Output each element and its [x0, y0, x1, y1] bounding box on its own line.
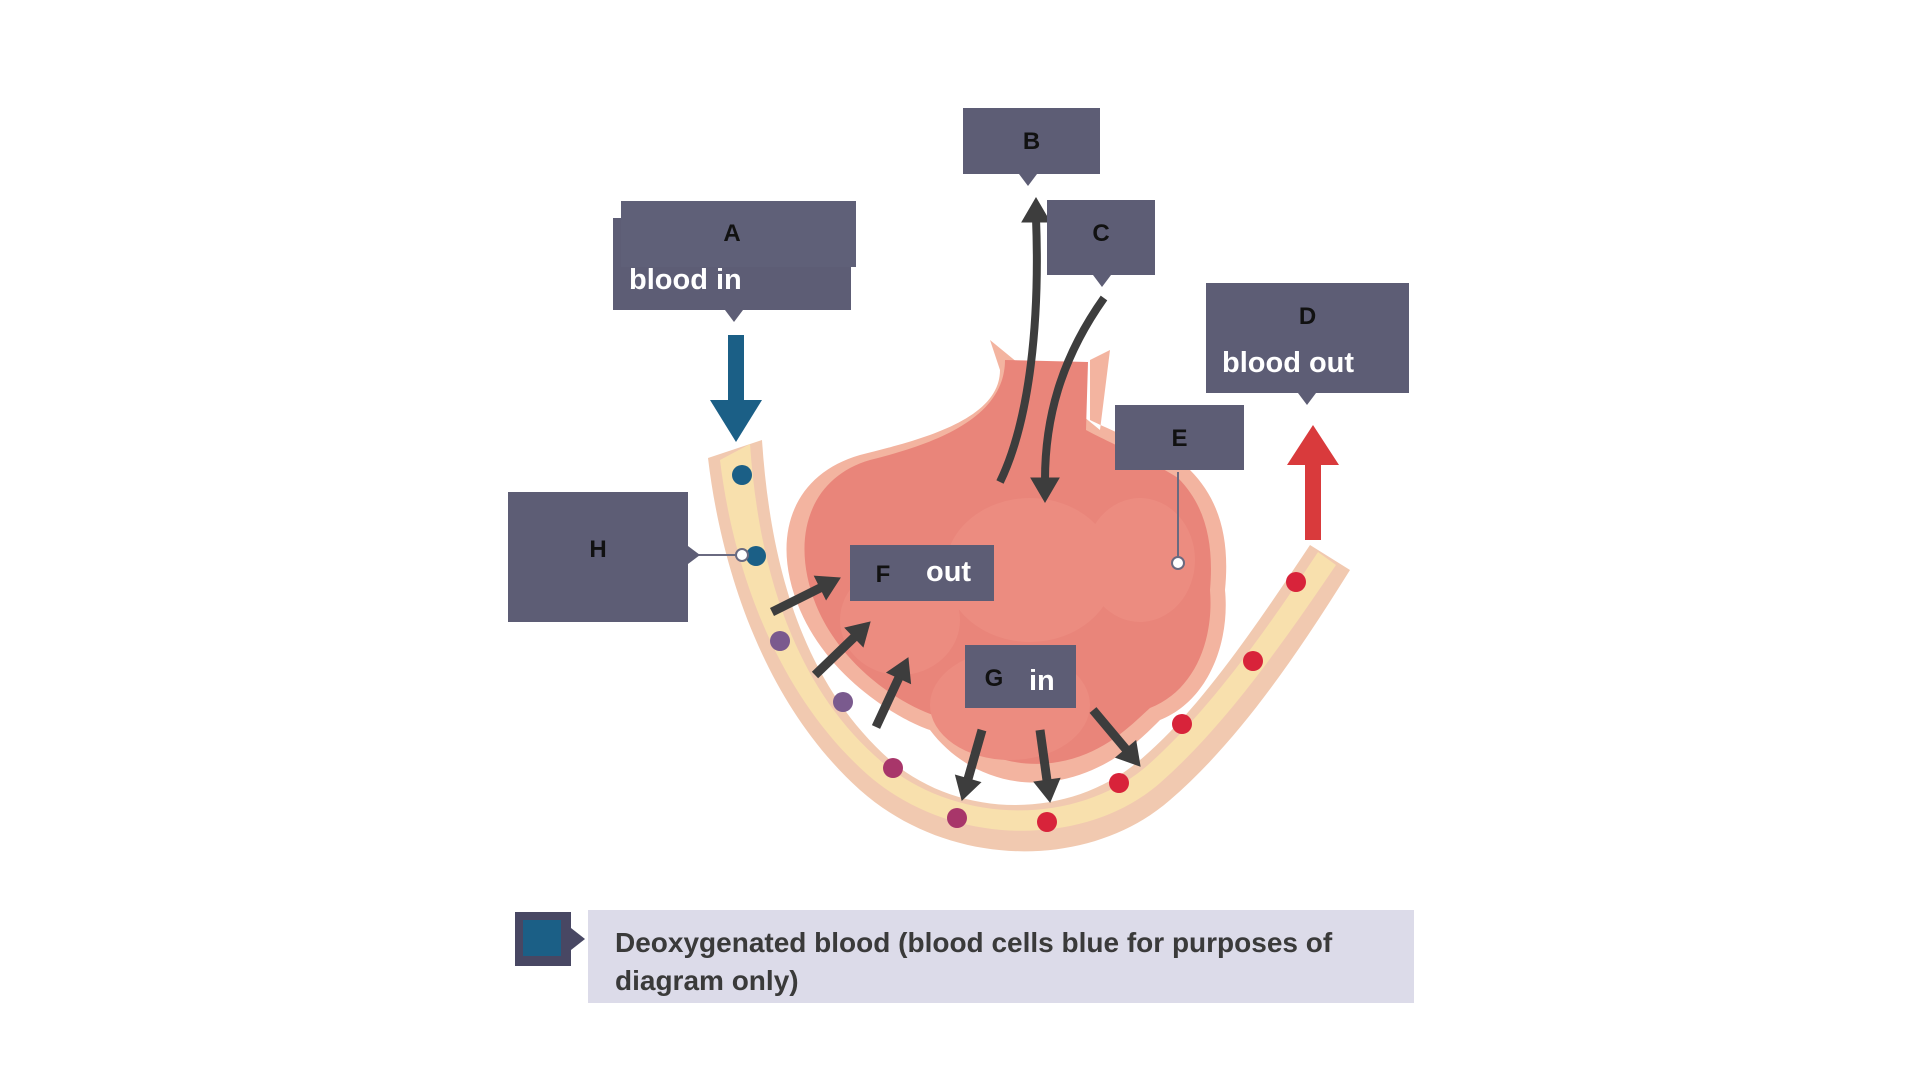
capillary-lumen [720, 444, 1336, 831]
arrow-f-1 [769, 575, 841, 617]
label-d: D blood out [1206, 283, 1409, 393]
arrow-g-3-shaft [1089, 707, 1130, 753]
arrow-g-2-head [1033, 777, 1061, 803]
blood-in-arrow [710, 335, 762, 442]
label-d-text: blood out [1222, 347, 1355, 379]
label-g: G in [965, 645, 1076, 708]
label-a: A blood in [613, 201, 856, 310]
label-e-letter: E [1171, 425, 1188, 452]
label-a-header [621, 201, 856, 267]
label-f: F out [850, 545, 994, 601]
blood-cell [1109, 773, 1129, 793]
arrow-c-down [1030, 295, 1108, 503]
blood-cell [833, 692, 853, 712]
label-a-pointer [725, 310, 743, 322]
label-g-text: in [1029, 665, 1055, 697]
label-c-letter: C [1092, 220, 1110, 247]
arrow-f-2 [811, 621, 871, 679]
blood-cell [1172, 714, 1192, 734]
label-f-text: out [926, 556, 972, 588]
arrow-f-3-shaft [871, 676, 903, 729]
blood-cell [746, 546, 766, 566]
arrow-g-2 [1033, 729, 1061, 803]
label-g-letter: G [984, 665, 1004, 692]
label-h-letter: H [589, 536, 607, 563]
label-h: H [508, 492, 688, 622]
label-b: B [963, 108, 1100, 174]
arrow-g-3 [1089, 707, 1141, 767]
arrow-f-1-shaft [769, 583, 823, 617]
pointer-dot-h [735, 548, 749, 562]
blood-cell [732, 465, 752, 485]
legend-key-pointer [571, 928, 585, 950]
label-f-letter: F [875, 561, 891, 588]
blood-cell [1286, 572, 1306, 592]
label-b-pointer [1019, 174, 1037, 186]
blood-cell [770, 631, 790, 651]
pointer-dot-e [1171, 556, 1185, 570]
blood-cells [732, 465, 1306, 832]
arrow-b-up-head [1021, 197, 1051, 223]
blood-cell [1037, 812, 1057, 832]
label-b-letter: B [1022, 128, 1041, 155]
legend-key [515, 912, 571, 966]
arrow-g-2-shaft [1035, 729, 1052, 781]
arrow-c-down-shaft [1041, 295, 1108, 481]
gas-exchange-arrows [769, 197, 1141, 803]
blood-cell [947, 808, 967, 828]
label-d-letter: D [1298, 303, 1317, 330]
label-c-pointer [1093, 275, 1111, 287]
arrow-f-1-head [813, 575, 841, 601]
label-a-text: blood in [629, 264, 742, 296]
legend: Deoxygenated blood (blood cells blue for… [588, 910, 1414, 1003]
arrow-b-up-shaft [996, 217, 1041, 484]
label-c: C [1047, 200, 1155, 275]
alveolus-lobe [1085, 498, 1195, 622]
arrow-b-up [996, 197, 1051, 484]
arrow-g-3-head [1114, 739, 1141, 767]
arrow-f-2-shaft [811, 634, 858, 679]
legend-key-swatch [523, 920, 561, 956]
arrow-f-3 [871, 657, 912, 729]
label-d-pointer [1298, 393, 1316, 405]
alveolus-lobe [945, 498, 1115, 642]
blood-cell [883, 758, 903, 778]
arrow-f-3-head [885, 657, 912, 685]
arrow-g-1 [954, 728, 987, 801]
legend-text: Deoxygenated blood (blood cells blue for… [615, 927, 1333, 996]
blood-out-arrow [1287, 425, 1339, 540]
arrow-g-1-head [954, 774, 982, 801]
label-a-letter: A [723, 220, 741, 247]
arrow-c-down-head [1030, 477, 1060, 503]
label-e: E [1115, 405, 1244, 470]
arrow-f-2-head [844, 621, 871, 648]
blood-cell [1243, 651, 1263, 671]
arrow-g-1-shaft [963, 728, 987, 781]
label-h-pointer [688, 546, 700, 564]
